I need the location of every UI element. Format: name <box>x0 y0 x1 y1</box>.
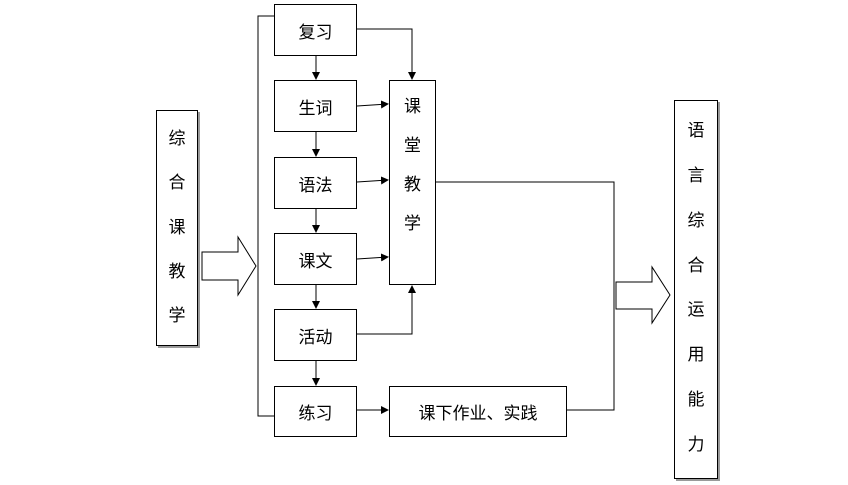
language-ability-char: 能 <box>687 390 705 411</box>
language-ability-char: 运 <box>687 300 705 321</box>
block-arrow-left <box>201 235 257 297</box>
step-practice: 练习 <box>274 386 357 437</box>
homework-practice-box: 课下作业、实践 <box>389 386 567 437</box>
arrow-review-to-classroom <box>357 28 416 80</box>
language-ability-char: 言 <box>687 165 705 186</box>
step-activity-label: 活动 <box>298 327 333 348</box>
arrow-grammar-to-classroom <box>356 176 389 185</box>
step-activity: 活动 <box>274 309 357 361</box>
classroom-teaching-char: 课 <box>404 97 421 117</box>
step-text: 课文 <box>274 233 357 285</box>
integrated-course-char: 课 <box>168 217 186 238</box>
language-ability-char: 语 <box>687 121 705 141</box>
step-new-words-label: 生词 <box>298 98 333 119</box>
step-text-label: 课文 <box>298 251 333 272</box>
classroom-teaching-char: 学 <box>404 214 421 234</box>
arrow-newwords-to-classroom <box>356 100 389 109</box>
arrow-text-to-classroom <box>356 253 389 262</box>
step-grammar: 语法 <box>274 157 357 209</box>
language-ability-char: 用 <box>687 345 705 366</box>
step-review-label: 复习 <box>298 22 333 43</box>
step-review: 复习 <box>274 4 357 56</box>
bracket-line <box>257 15 274 417</box>
language-ability-box: 语 言 综 合 运 用 能 力 <box>674 100 718 479</box>
block-arrow-right <box>615 265 671 325</box>
homework-practice-label: 课下作业、实践 <box>418 404 538 424</box>
line-classroom-to-merge <box>436 181 615 411</box>
step-practice-label: 练习 <box>298 404 333 424</box>
integrated-course-char: 学 <box>168 306 186 326</box>
classroom-teaching-char: 教 <box>404 175 421 195</box>
language-ability-char: 综 <box>687 210 705 231</box>
arrow-activity-to-classroom <box>357 285 416 335</box>
language-ability-char: 合 <box>687 255 705 276</box>
step-grammar-label: 语法 <box>298 175 333 196</box>
language-ability-char: 力 <box>687 434 705 455</box>
integrated-course-char: 教 <box>168 261 186 282</box>
classroom-teaching-char: 堂 <box>404 136 421 156</box>
integrated-course-box: 综 合 课 教 学 <box>156 110 198 346</box>
integrated-course-char: 合 <box>168 173 186 194</box>
step-new-words: 生词 <box>274 80 357 132</box>
classroom-teaching-box: 课 堂 教 学 <box>389 80 436 285</box>
integrated-course-char: 综 <box>168 129 186 149</box>
